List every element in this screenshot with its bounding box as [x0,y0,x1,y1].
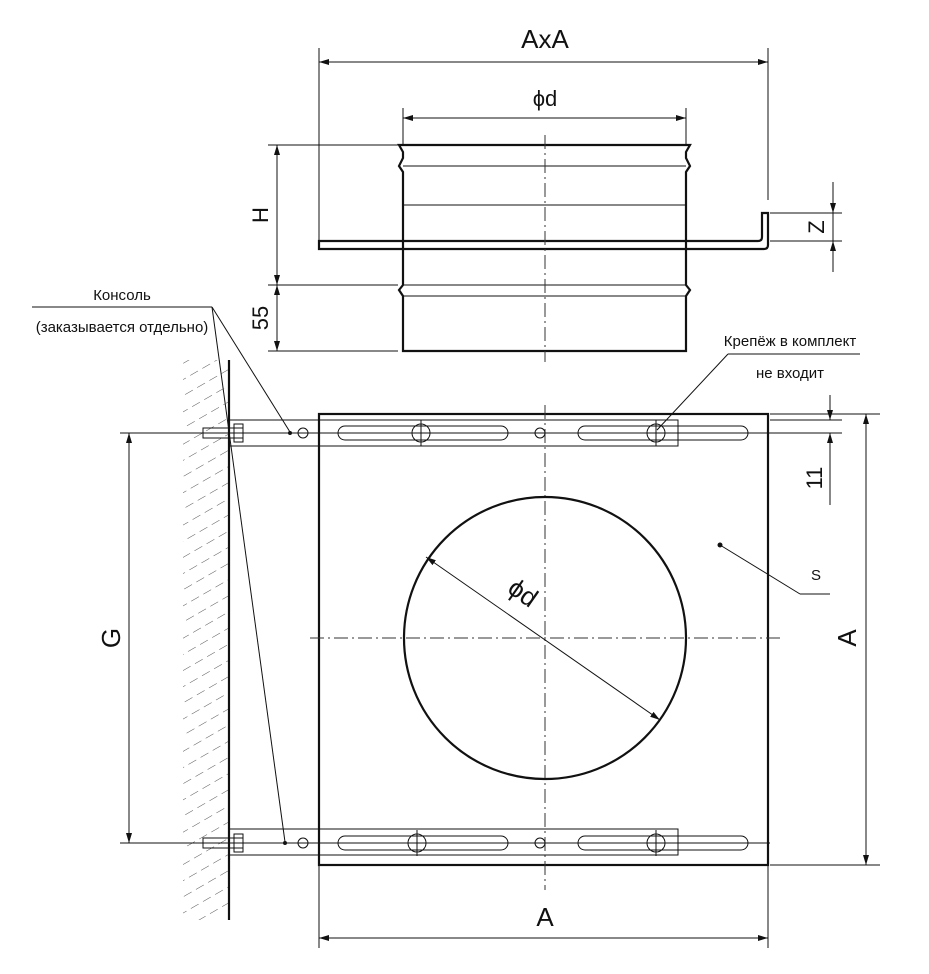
fastener-label: Крепёж в комплект [724,333,857,350]
fastener-note: Крепёж в комплект не входит [656,333,860,431]
dimension-d-circle-label: ϕd [503,572,544,613]
console-sublabel: (заказывается отдельно) [36,319,209,336]
pipe-body [397,143,692,353]
dimension-axa-label: AxA [521,24,569,54]
console-label: Консоль [93,287,151,304]
dimension-z-label: Z [804,220,829,233]
dimension-s-label: S [811,567,821,584]
fastener-sublabel: не входит [756,365,824,382]
plate-square [317,412,770,867]
dimension-55-label: 55 [248,306,273,330]
side-view: AxA ϕd H 55 Z [248,24,842,362]
pipe-opening [402,495,688,781]
plate-profile [317,211,770,251]
dimension-d-circle-line [425,556,661,721]
dimension-h-label: H [248,207,273,223]
dimension-d-top-label: ϕd [533,86,558,111]
dimension-a-bottom-label: A [536,902,554,932]
dimension-11-label: 11 [802,467,827,490]
dimension-a-right-label: A [832,629,862,647]
wall [183,360,231,920]
console-note: Консоль (заказывается отдельно) [32,287,291,843]
console-bottom [180,828,770,856]
dimension-g-label: G [96,628,126,648]
console-top [180,419,770,447]
